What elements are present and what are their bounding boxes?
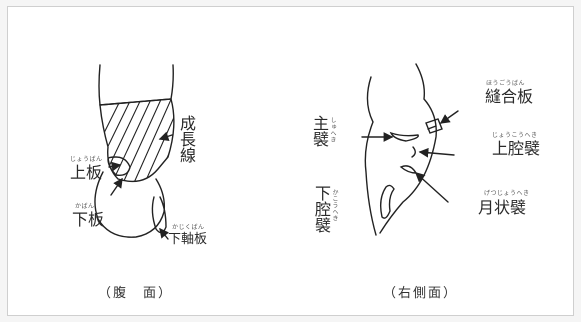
label-lunar-fold: 月状襞 [478, 200, 526, 216]
side-outline [365, 64, 436, 235]
label-upper-plate: 上板 [70, 165, 102, 181]
caption-right-side: （右側面） [383, 287, 458, 300]
ruby-lower-shaft-plate: かじくばん [172, 225, 205, 231]
ruby-lower-cavity-fold: かこうへき [331, 189, 337, 222]
label-lower-plate: 下板 [72, 212, 104, 228]
ventral-outline [99, 65, 173, 105]
label-suture-plate: 縫合板 [485, 89, 533, 105]
figure-frame: 成長線 じょうばん 上板 かばん 下板 かじくばん 下軸板 （腹 面） ほうごう… [7, 6, 574, 316]
label-lower-shaft-plate: 下軸板 [168, 233, 207, 246]
label-lower-cavity-fold: 下腔襞 [313, 185, 329, 233]
label-upper-cavity-fold: 上腔襞 [492, 141, 540, 157]
lunar-fold-shape [401, 166, 416, 173]
side-view-drawing [362, 64, 458, 235]
ruby-lunar-fold: げつじょうへき [484, 191, 530, 197]
label-main-fold: 主襞 [311, 115, 327, 147]
ruby-main-fold: しゅへき [329, 117, 335, 143]
caption-ventral: （腹 面） [98, 287, 173, 300]
suture-plate-shape [426, 119, 442, 133]
label-growth-line: 成長線 [178, 115, 194, 163]
main-fold-shape [391, 133, 418, 141]
upper-cavity-fold-shape [412, 147, 415, 157]
lower-cavity-fold-shape [381, 185, 394, 218]
